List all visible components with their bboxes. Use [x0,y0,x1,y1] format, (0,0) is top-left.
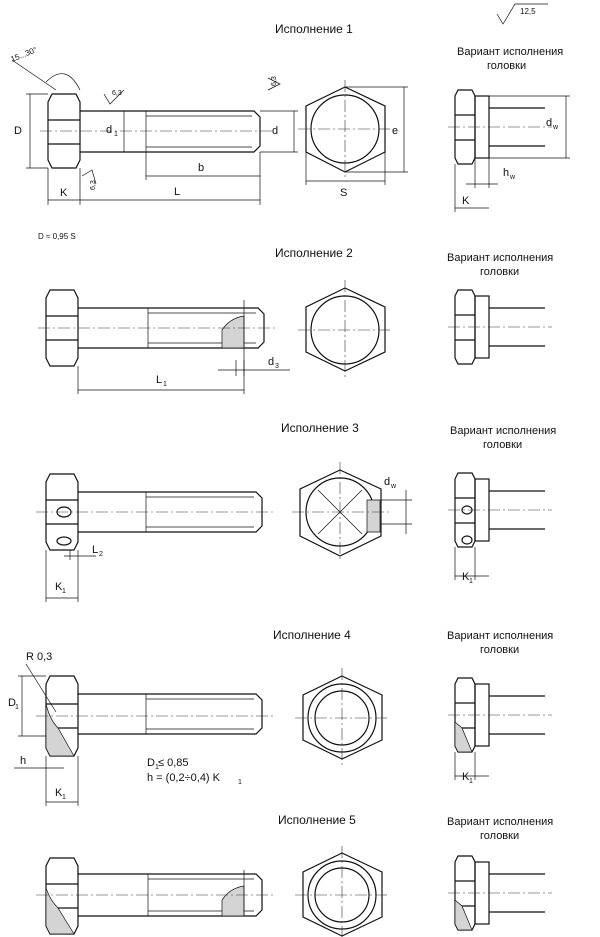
dim-hw-sub: w [509,174,516,181]
dim-hw: h [503,167,509,179]
section-4-variant-head [448,677,552,753]
section-5-hex-front-view [295,846,390,937]
rough-mark-3: 6,3 [90,180,97,190]
section-2-hex-front-view [298,280,392,380]
dim-h: h [20,755,26,767]
dim-L1-sub: 1 [163,381,167,388]
dim-K1-s4: K [55,787,63,799]
section-1: Исполнение 1 Вариант исполнения головки … [9,22,570,241]
dim-d3: d [268,356,274,368]
section-5-variant-head [448,855,552,931]
section-4-hex-front-view [295,668,390,768]
section-5: Исполнение 5 Вариант исполнения головки [36,813,553,937]
dim-K1-s3-sub: 1 [62,588,66,595]
section-4-variant-line1: Вариант исполнения [447,630,553,642]
dim-K1-s4-sub: 1 [62,794,66,801]
dim-K-variant: K [462,195,470,207]
section-3-variant-line1: Вариант исполнения [450,425,556,437]
dim-D1: D [8,697,16,709]
roughness-symbol: 12,5 [496,3,548,25]
section-3: Исполнение 3 Вариант исполнения головки … [36,421,556,602]
section-1-variant-line2: головки [487,60,526,72]
section-1-variant-head [448,89,552,165]
section-4-title: Исполнение 4 [273,628,351,642]
section-2: Исполнение 2 Вариант исполнения головки … [38,246,553,394]
dim-L: L [174,186,180,198]
section-3-title: Исполнение 3 [281,421,359,435]
dim-S: S [340,187,347,199]
section-3-hex-front-view [292,462,390,562]
section-3-variant-line2: головки [483,439,522,451]
dim-dw-sub: w [552,124,559,131]
dim-K1-s4-variant: K [462,771,470,783]
section-4-variant-line2: головки [480,644,519,656]
section-1-variant-line1: Вариант исполнения [457,46,563,58]
dim-D1-sub: 1 [15,704,19,711]
note-h: h = (0,2÷0,4) K [147,772,221,784]
section-2-title: Исполнение 2 [275,246,353,260]
dim-b: b [198,162,204,174]
dim-K1-s3-variant-sub: 1 [469,578,473,585]
label-R: R 0,3 [26,651,52,663]
rough-mark-1: 6,3 [112,90,122,97]
dim-e: e [392,125,398,137]
section-4: Исполнение 4 Вариант исполнения головки … [8,628,553,806]
dim-L1: L [156,374,162,386]
section-2-bolt-side-view [38,289,276,367]
dim-K1-s3-variant: K [462,571,470,583]
section-3-variant-head [448,472,552,548]
dim-L2: L [92,544,98,556]
dim-d1-sub: 1 [114,131,118,138]
dim-d1: d [106,124,112,136]
section-5-bolt-side-view [36,857,274,935]
dim-d3-sub: 3 [275,363,279,370]
section-2-variant-line1: Вариант исполнения [447,252,553,264]
dim-d: d [272,125,278,137]
section-5-variant-line2: головки [480,830,519,842]
section-5-title: Исполнение 5 [278,813,356,827]
section-1-hex-front-view [298,80,392,180]
section-3-bolt-side-view [36,473,274,551]
dim-K1-s3: K [55,581,63,593]
section-4-bolt-side-view [36,675,274,757]
dim-dw: d [546,117,552,129]
section-2-variant-head [448,289,552,365]
note-D1-sub: 1 [155,764,159,771]
section-1-title: Исполнение 1 [275,22,353,36]
section-5-variant-line1: Вариант исполнения [447,816,553,828]
dim-K1-s4-variant-sub: 1 [469,778,473,785]
note-h-sub: 1 [238,779,242,786]
dim-dw-s3: d [384,476,390,488]
dim-dw-s3-sub: w [390,483,397,490]
note-D: D ≈ 0,95 S [38,232,76,241]
dim-D: D [14,125,22,137]
section-1-bolt-side-view [40,93,272,169]
rough-mark-2: 6,3 [271,76,278,86]
note-D1: D ≤ 0,85 [147,757,189,769]
section-2-variant-line2: головки [480,266,519,278]
dim-L2-sub: 2 [99,551,103,558]
angle-label: 15...30° [9,45,38,64]
dim-K: K [60,187,68,199]
roughness-value: 12,5 [520,7,536,16]
